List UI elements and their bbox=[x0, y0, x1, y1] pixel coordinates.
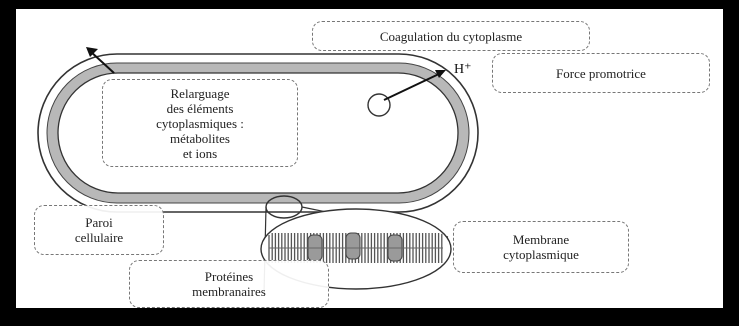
membrane-line-2: cytoplasmique bbox=[503, 247, 579, 262]
label-proteines: Protéines membranaires bbox=[129, 260, 329, 308]
membrane-line-1: Membrane bbox=[503, 232, 579, 247]
membrane-protein bbox=[346, 233, 360, 259]
coagulation-text: Coagulation du cytoplasme bbox=[380, 29, 522, 44]
label-force-promotrice: Force promotrice bbox=[492, 53, 710, 93]
relarguage-line-3: cytoplasmiques : bbox=[156, 116, 244, 131]
vesicle bbox=[368, 94, 390, 116]
force-text: Force promotrice bbox=[556, 66, 646, 81]
relarguage-line-4: métabolites bbox=[156, 131, 244, 146]
relarguage-line-1: Relarguage bbox=[156, 86, 244, 101]
relarguage-line-2: des éléments bbox=[156, 101, 244, 116]
label-membrane: Membrane cytoplasmique bbox=[453, 221, 629, 273]
label-coagulation: Coagulation du cytoplasme bbox=[312, 21, 590, 51]
relarguage-line-5: et ions bbox=[156, 146, 244, 161]
label-paroi: Paroi cellulaire bbox=[34, 205, 164, 255]
diagram-panel: Relarguage des éléments cytoplasmiques :… bbox=[16, 9, 723, 308]
paroi-line-2: cellulaire bbox=[75, 230, 123, 245]
proton-label: H⁺ bbox=[454, 61, 472, 78]
paroi-line-1: Paroi bbox=[75, 215, 123, 230]
label-relarguage: Relarguage des éléments cytoplasmiques :… bbox=[102, 79, 298, 167]
proteines-line-2: membranaires bbox=[192, 284, 266, 299]
proteines-line-1: Protéines bbox=[192, 269, 266, 284]
